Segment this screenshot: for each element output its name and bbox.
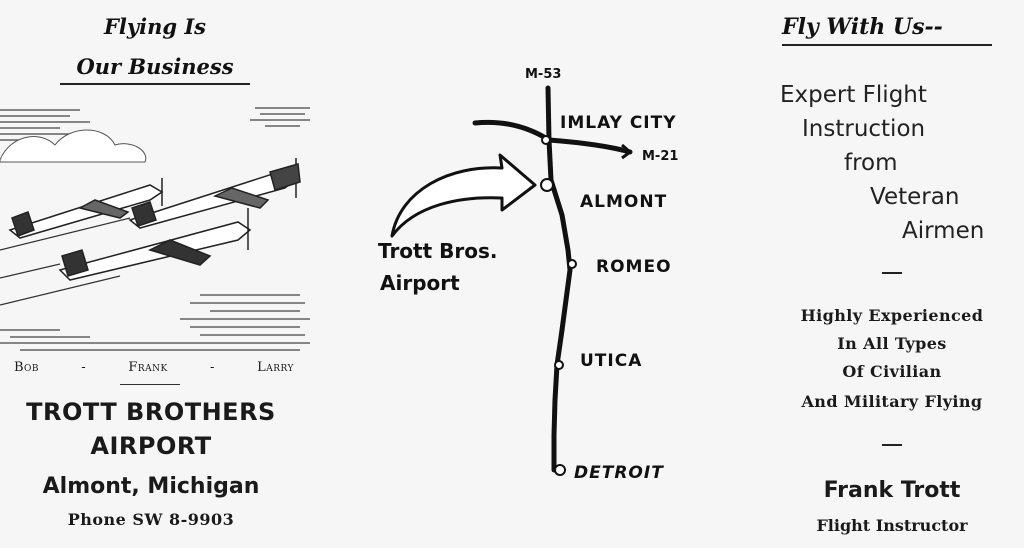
town-marker-romeo — [567, 259, 577, 269]
dash-divider — [882, 444, 902, 446]
airport-label-line-1: Trott Bros. — [378, 239, 497, 263]
right-panel: Fly With Us-- Expert Flight Instruction … — [760, 0, 1024, 548]
sky-lines — [0, 107, 310, 351]
town-label-utica: UTICA — [580, 351, 642, 371]
business-title-line-2: AIRPORT — [90, 432, 212, 460]
road-m53 — [545, 85, 573, 473]
airplane-3 — [58, 208, 252, 281]
airplane-2 — [128, 158, 301, 229]
road-map: M-53 M-21 IMLAY CITY ALMONT ROMEO UTICA … — [378, 67, 678, 483]
phone-number: Phone SW 8-9903 — [67, 510, 235, 529]
instruction-line-3: from — [844, 150, 898, 176]
town-label-romeo: ROMEO — [596, 257, 672, 277]
divider — [120, 384, 180, 385]
town-label-almont: ALMONT — [580, 192, 667, 212]
instructor-role: Flight Instructor — [816, 516, 968, 535]
names-row: Bob - Frank - Larry — [14, 360, 294, 375]
experience-line-4: And Military Flying — [801, 392, 983, 411]
airplane-1 — [8, 178, 164, 239]
airport-arrow — [390, 153, 537, 238]
name-separator: - — [81, 360, 87, 375]
heading-line-1: Flying Is — [104, 14, 206, 39]
name-bob: Bob — [14, 360, 40, 375]
airplanes-illustration — [0, 107, 310, 351]
name-separator: - — [210, 360, 215, 375]
instructor-name: Frank Trott — [823, 478, 961, 503]
name-larry: Larry — [257, 360, 294, 375]
experience-line-1: Highly Experienced — [800, 306, 984, 325]
town-marker-imlay — [541, 135, 551, 145]
left-panel: Flying Is Our Business — [0, 0, 320, 548]
town-marker-detroit — [554, 464, 566, 476]
airport-label-line-2: Airport — [380, 271, 460, 295]
map-panel: M-53 M-21 IMLAY CITY ALMONT ROMEO UTICA … — [330, 0, 750, 548]
town-marker-almont — [540, 178, 554, 192]
business-title-line-1: TROTT BROTHERS — [26, 398, 276, 426]
instruction-line-5: Airmen — [902, 218, 985, 244]
experience-line-2: In All Types — [837, 334, 947, 353]
road-label-m53: M-53 — [525, 67, 561, 82]
dash-divider — [882, 272, 902, 274]
instruction-line-4: Veteran — [870, 184, 960, 210]
town-marker-utica — [554, 360, 564, 370]
heading-line-2: Our Business — [60, 54, 250, 85]
road-label-m21: M-21 — [642, 149, 678, 164]
town-label-imlay: IMLAY CITY — [560, 113, 677, 133]
town-label-detroit: DETROIT — [574, 463, 664, 483]
right-heading: Fly With Us-- — [782, 14, 992, 46]
instruction-line-2: Instruction — [802, 116, 926, 142]
experience-line-3: Of Civilian — [842, 362, 942, 381]
instruction-line-1: Expert Flight — [780, 82, 927, 108]
name-frank: Frank — [128, 360, 168, 375]
location: Almont, Michigan — [42, 474, 260, 499]
